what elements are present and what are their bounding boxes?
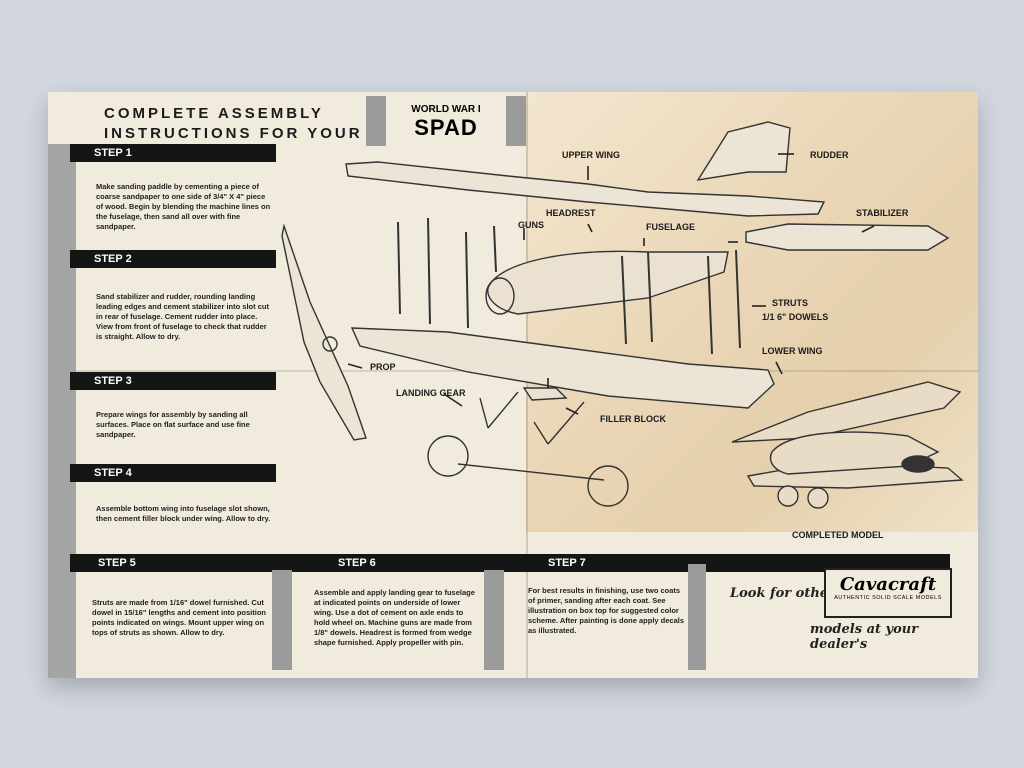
step-5-text: Struts are made from 1/16" dowel furnish… <box>92 598 266 637</box>
instruction-sheet: COMPLETE ASSEMBLY INSTRUCTIONS FOR YOUR … <box>48 92 978 678</box>
title-line-1: COMPLETE ASSEMBLY <box>104 105 324 122</box>
brand-name: Cavacraft <box>839 574 937 595</box>
model-name-box: WORLD WAR I SPAD <box>366 96 526 146</box>
label-upper-wing: UPPER WING <box>562 150 621 160</box>
label-lower-wing: LOWER WING <box>762 346 823 356</box>
cavacraft-logo: Cavacraft AUTHENTIC SOLID SCALE MODELS <box>824 568 952 618</box>
label-filler-block: FILLER BLOCK <box>600 414 666 424</box>
left-gray-strip <box>48 144 76 678</box>
step-2-text: Sand stabilizer and rudder, rounding lan… <box>96 292 269 341</box>
page-title: COMPLETE ASSEMBLY INSTRUCTIONS FOR YOUR <box>104 104 363 144</box>
propeller-shape <box>281 223 367 441</box>
model-subtitle: WORLD WAR I <box>411 104 481 115</box>
step-5-header: STEP 5 <box>98 557 136 569</box>
bottom-step-band: STEP 5 STEP 6 STEP 7 <box>70 554 950 572</box>
step-1-header: STEP 1 <box>70 144 276 162</box>
brand-subtitle: AUTHENTIC SOLID SCALE MODELS <box>834 595 942 601</box>
step-4-header: STEP 4 <box>70 464 276 482</box>
label-arrows <box>347 153 875 415</box>
step-3-header: STEP 3 <box>70 372 276 390</box>
rudder-shape <box>696 121 791 181</box>
strut-dowels <box>397 217 741 355</box>
label-prop: PROP <box>370 362 396 372</box>
title-line-2: INSTRUCTIONS FOR YOUR <box>104 125 363 142</box>
upper-wing-shape <box>345 161 826 217</box>
step-7-header: STEP 7 <box>548 557 586 569</box>
model-name: SPAD <box>414 115 478 140</box>
label-guns: GUNS <box>518 220 545 230</box>
fold-line-vertical <box>526 92 528 678</box>
divider-strip-7-ad <box>688 564 706 670</box>
advert-look-for: Look for other <box>730 586 835 601</box>
label-fuselage: FUSELAGE <box>646 222 696 232</box>
filler-block-shape <box>522 387 568 401</box>
right-wheel <box>587 465 629 507</box>
left-wheel <box>427 435 469 477</box>
divider-strip-6-7 <box>484 570 504 670</box>
label-struts: STRUTS <box>772 298 808 308</box>
propeller-hub <box>322 336 338 352</box>
label-landing-gear: LANDING GEAR <box>396 388 466 398</box>
lower-wing-shape <box>350 327 775 409</box>
engine-cowl <box>485 277 515 315</box>
step-3-text: Prepare wings for assembly by sanding al… <box>96 410 250 439</box>
model-name-panel: WORLD WAR I SPAD <box>386 96 506 146</box>
divider-strip-5-6 <box>272 570 292 670</box>
step-6-text: Assemble and apply landing gear to fusel… <box>314 588 475 647</box>
step-6-header: STEP 6 <box>338 557 376 569</box>
step-4-text: Assemble bottom wing into fuselage slot … <box>96 504 271 523</box>
fuselage-shape <box>487 250 729 315</box>
completed-model-drawing <box>731 381 964 509</box>
step-7-text: For best results in finishing, use two c… <box>528 586 685 635</box>
label-stabilizer: STABILIZER <box>856 208 909 218</box>
label-headrest: HEADREST <box>546 208 596 218</box>
exploded-diagram <box>281 121 964 509</box>
landing-gear-struts <box>457 391 605 481</box>
advert-dealers: models at your dealer's <box>810 622 919 652</box>
label-completed-model: COMPLETED MODEL <box>792 530 884 540</box>
label-rudder: RUDDER <box>810 150 849 160</box>
label-dowels: 1/1 6" DOWELS <box>762 312 829 322</box>
step-1-text: Make sanding paddle by cementing a piece… <box>96 182 271 231</box>
step-2-header: STEP 2 <box>70 250 276 268</box>
stabilizer-shape <box>745 223 950 251</box>
